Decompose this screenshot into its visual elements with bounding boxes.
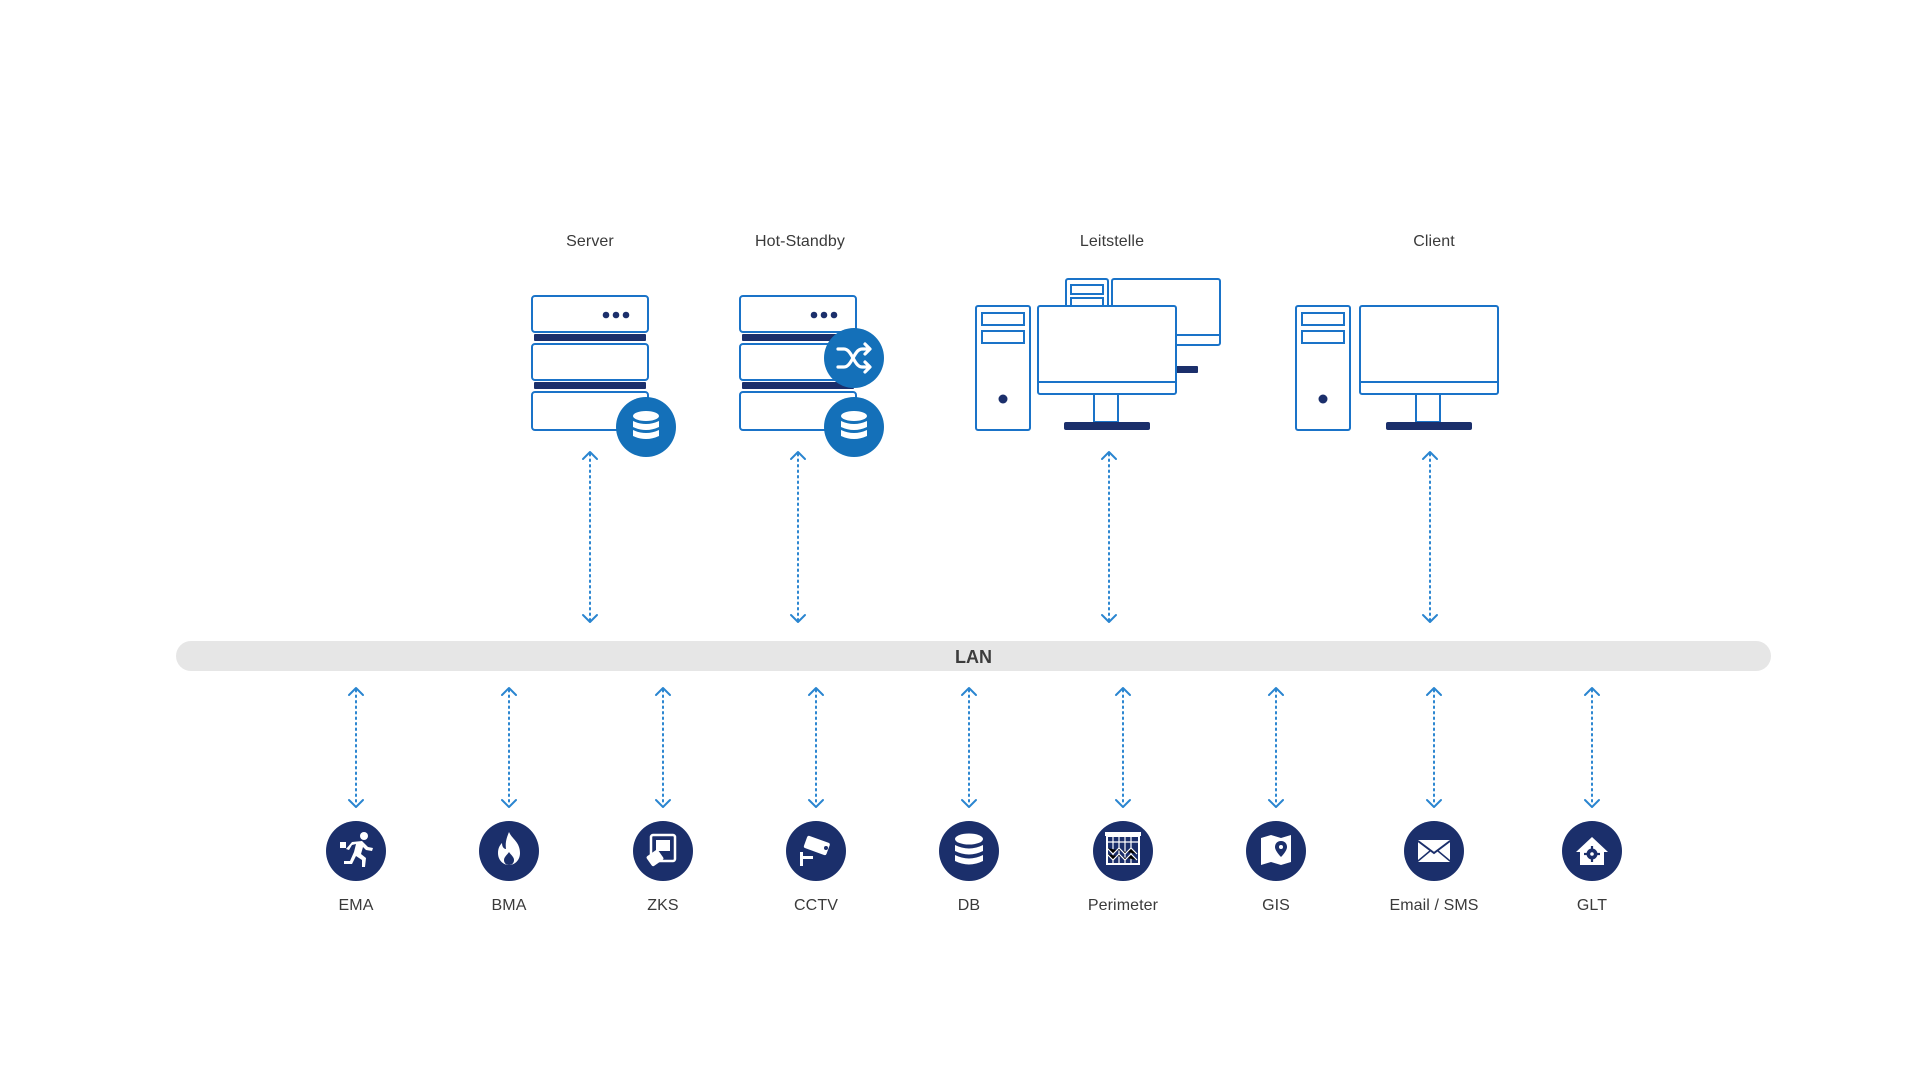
- connector-cctv: [808, 687, 824, 808]
- label-server: Server: [566, 233, 614, 250]
- dual-workstation-icon: [975, 278, 1221, 431]
- label-cctv: CCTV: [794, 897, 838, 914]
- connector-ema: [348, 687, 364, 808]
- label-client: Client: [1413, 233, 1455, 250]
- label-perimeter: Perimeter: [1087, 897, 1159, 914]
- house-gear-icon: [1562, 821, 1622, 881]
- envelope-icon: [1404, 821, 1464, 881]
- shuffle-icon: [824, 328, 884, 388]
- label-bma: BMA: [491, 897, 527, 914]
- lan-label: LAN: [955, 647, 992, 667]
- database-icon: [616, 397, 676, 457]
- connector-server: [582, 451, 598, 623]
- server-rack-details: [742, 311, 854, 389]
- label-leitstelle: Leitstelle: [1079, 233, 1145, 250]
- connector-glt: [1584, 687, 1600, 808]
- label-db: DB: [957, 897, 981, 914]
- fire-icon: [479, 821, 539, 881]
- running-person-icon: [326, 821, 386, 881]
- connector-hot-standby: [790, 451, 806, 623]
- connector-client: [1422, 451, 1438, 623]
- server-rack-icon: [531, 295, 649, 431]
- connector-bma: [501, 687, 517, 808]
- connector-leitstelle: [1101, 451, 1117, 623]
- label-hot-standby: Hot-Standby: [754, 233, 846, 250]
- server-rack-details: [534, 311, 646, 389]
- label-glt: GLT: [1576, 897, 1608, 914]
- fence-icon: [1093, 821, 1153, 881]
- connector-gis: [1268, 687, 1284, 808]
- label-ema: EMA: [338, 897, 374, 914]
- connector-perimeter: [1115, 687, 1131, 808]
- database-icon: [824, 397, 884, 457]
- label-gis: GIS: [1262, 897, 1290, 914]
- database-icon: [939, 821, 999, 881]
- connector-db: [961, 687, 977, 808]
- label-zks: ZKS: [647, 897, 679, 914]
- lan-bus: LAN: [176, 641, 1771, 671]
- connector-email-sms: [1426, 687, 1442, 808]
- connector-zks: [655, 687, 671, 808]
- camera-icon: [786, 821, 846, 881]
- label-email-sms: Email / SMS: [1389, 897, 1479, 914]
- map-pin-icon: [1246, 821, 1306, 881]
- workstation-icon: [1295, 305, 1499, 431]
- access-card-icon: [633, 821, 693, 881]
